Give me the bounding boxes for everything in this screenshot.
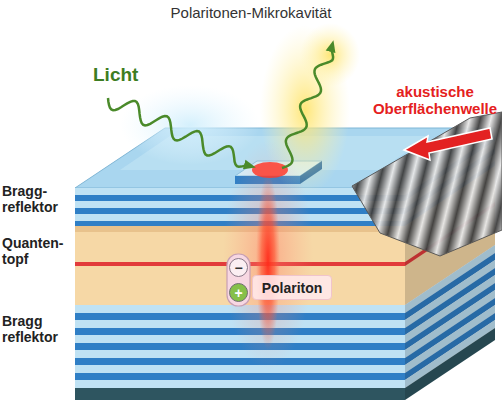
exciton-pill bbox=[227, 254, 250, 306]
incoming-light-wave bbox=[108, 98, 250, 167]
surface-acoustic-wave bbox=[352, 112, 502, 256]
node-text: − bbox=[234, 261, 242, 275]
node-text: + bbox=[234, 286, 242, 300]
mode-spot bbox=[252, 162, 288, 178]
saw-label: akustische Oberflächenwelle bbox=[368, 84, 502, 118]
light-glow bbox=[120, 85, 260, 165]
mode-glow bbox=[223, 140, 313, 370]
charge-circle: − bbox=[229, 258, 248, 277]
saw-direction-arrow bbox=[404, 128, 492, 160]
cavity-mode bbox=[256, 174, 280, 350]
outgoing-light-wave bbox=[282, 46, 333, 168]
emission-glow bbox=[300, 23, 360, 87]
light-label: Licht bbox=[93, 64, 183, 85]
layer-label: Bragg- reflektor bbox=[2, 184, 74, 215]
polariton-box: Polariton bbox=[252, 275, 332, 300]
figure-title: Polaritonen-Mikrokavität bbox=[0, 5, 502, 22]
charge-circle: + bbox=[229, 283, 248, 302]
node-text: Polariton bbox=[262, 281, 323, 295]
layer-label: Bragg reflektor bbox=[2, 314, 74, 345]
layer-label: Quanten- topf bbox=[2, 236, 74, 267]
